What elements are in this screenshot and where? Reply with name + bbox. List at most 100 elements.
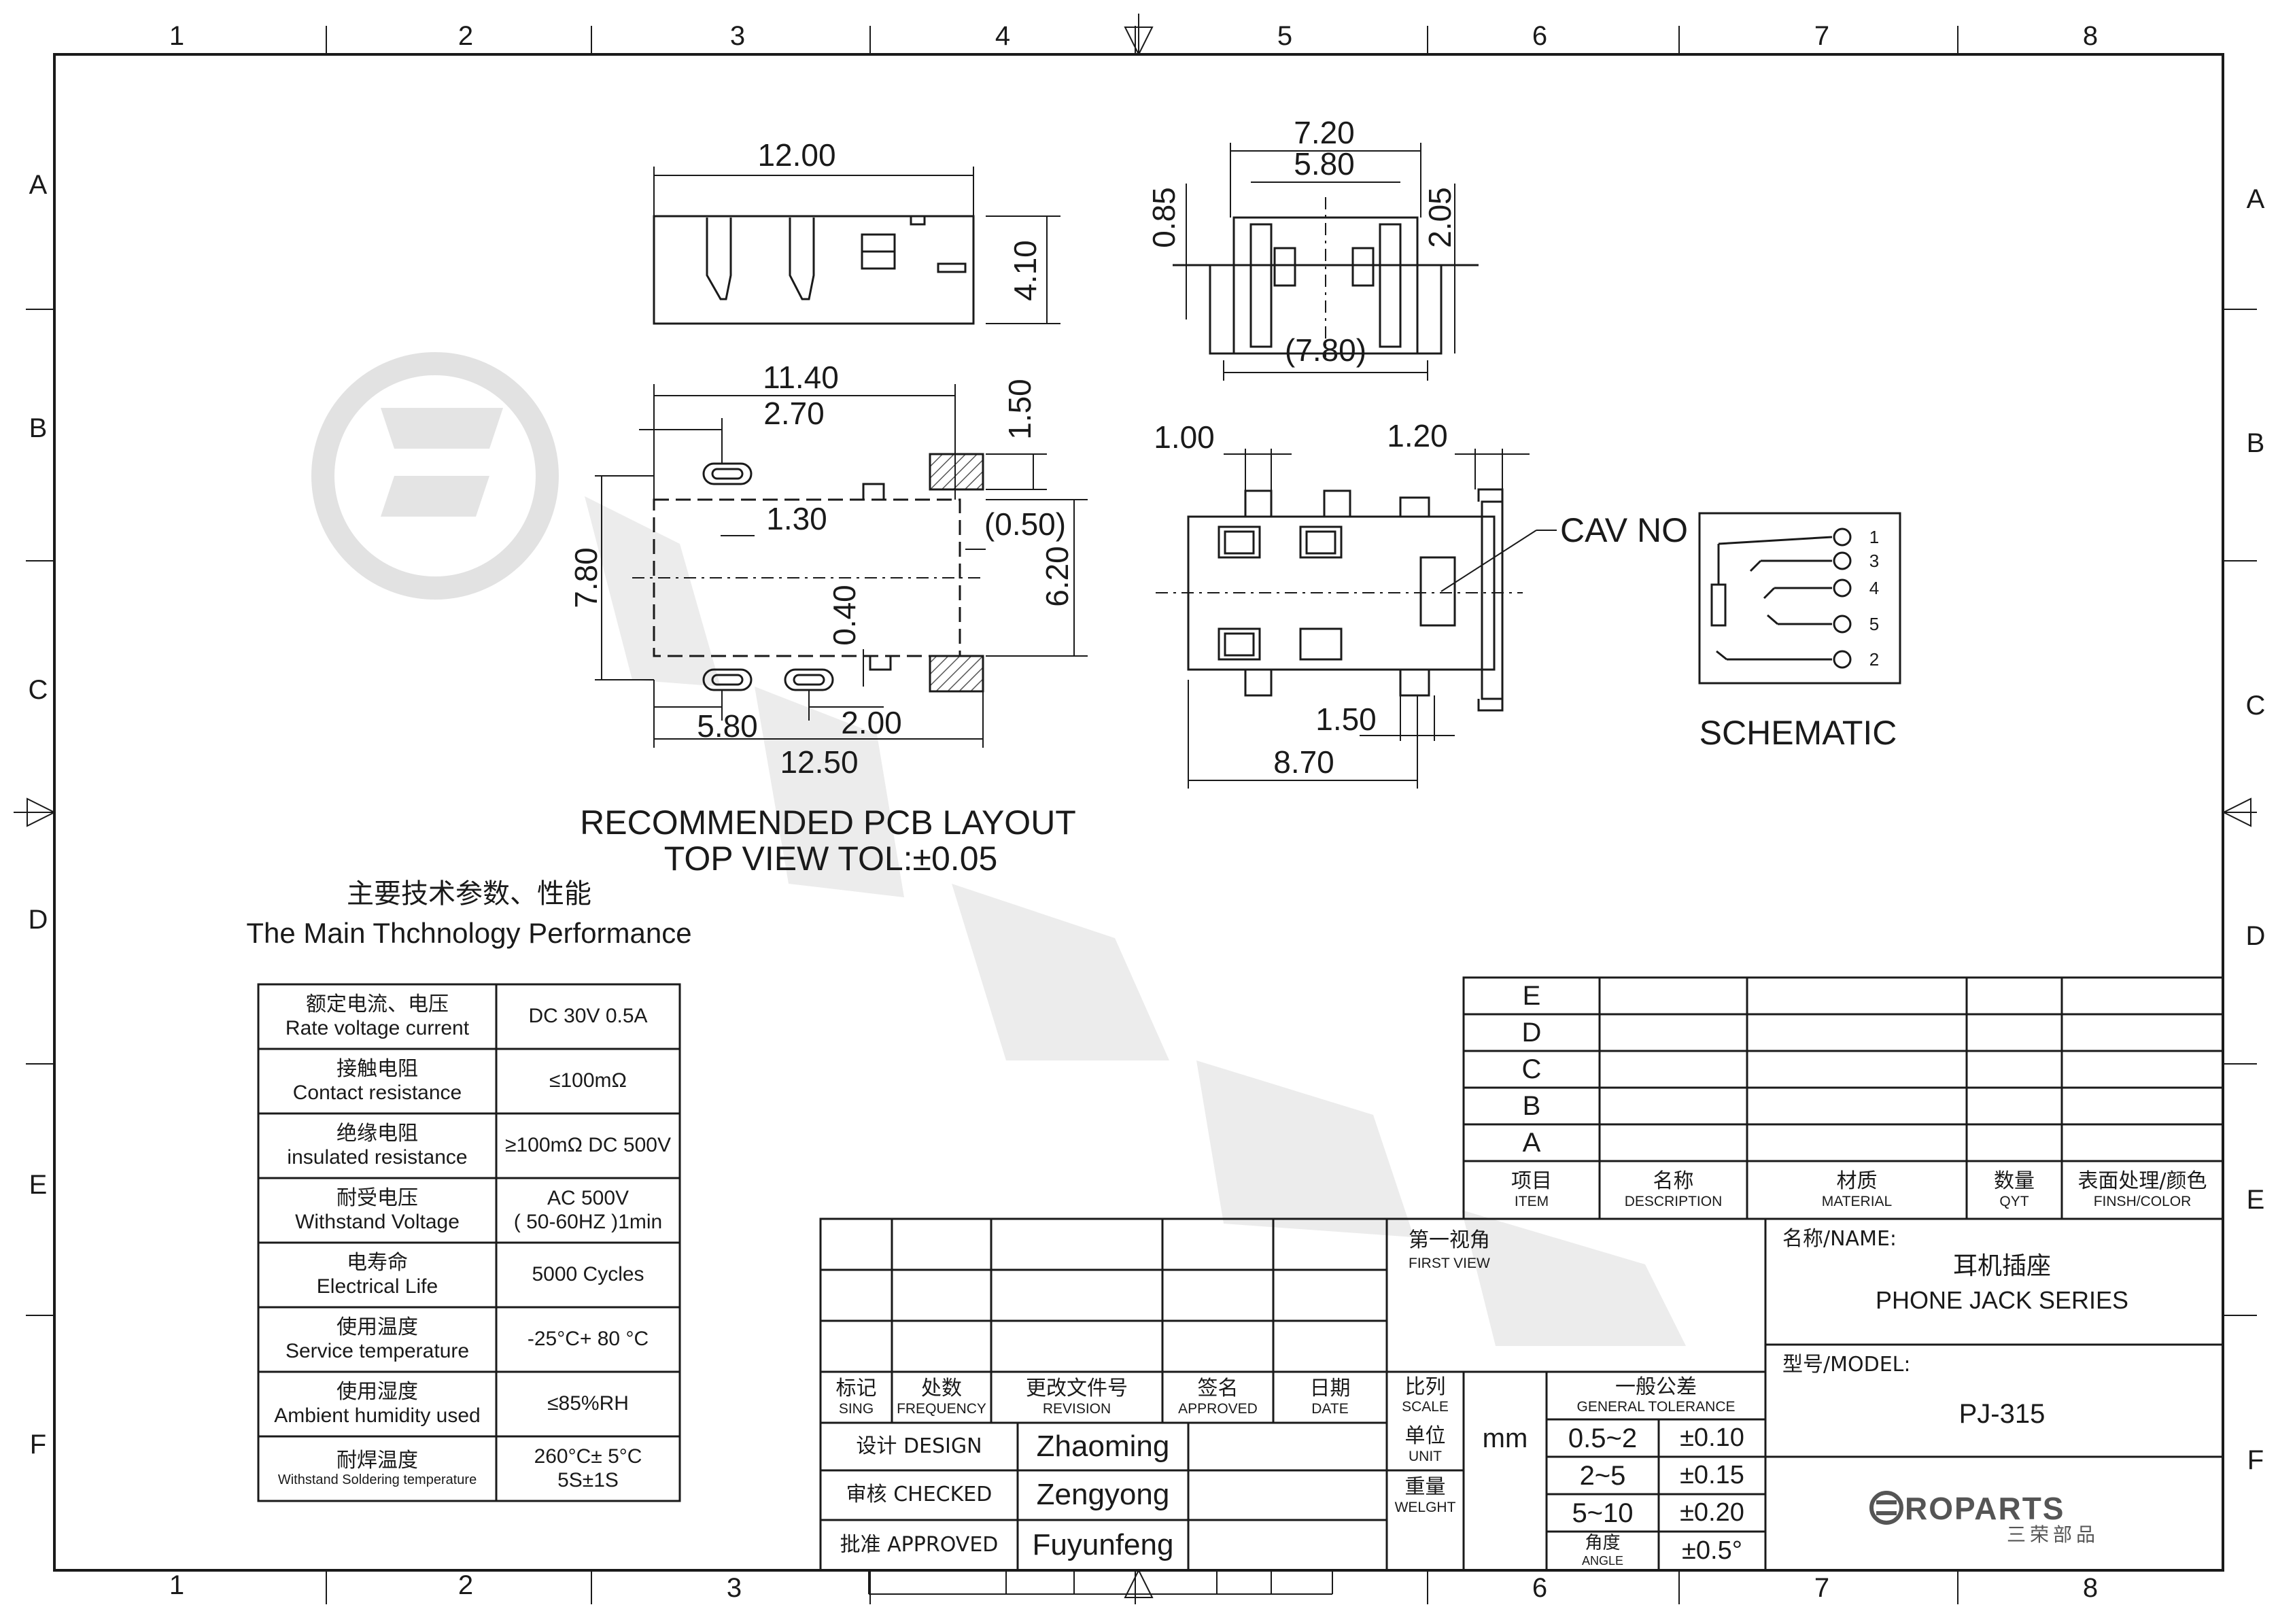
pcb-caption-line2: TOP VIEW TOL:±0.05 (663, 840, 998, 878)
perf-value-life: 5000 Cycles (532, 1263, 644, 1286)
schematic-pin-4: 4 (1869, 578, 1880, 598)
dim-top-1-20: 1.20 (1387, 418, 1448, 453)
front-view (1173, 143, 1479, 381)
tolerance-value-3: ±0.20 (1680, 1498, 1744, 1527)
name-en: PHONE JACK SERIES (1875, 1286, 2129, 1314)
model-value: PJ-315 (1958, 1399, 2046, 1429)
side-view (653, 167, 1060, 325)
signer-role-checked: 审核 CHECKED (846, 1483, 993, 1507)
schematic-diagram (1698, 512, 1901, 685)
performance-title-cn: 主要技术参数、性能 (347, 878, 591, 910)
tolerance-value-2: ±0.15 (1680, 1460, 1744, 1489)
signer-name-design: Zhaoming (1036, 1429, 1170, 1463)
materials-table-grid (1462, 976, 2224, 1220)
grid-row-b-right: B (2246, 428, 2265, 458)
grid-row-d-right: D (2245, 921, 2266, 951)
grid-col-5: 5 (1277, 21, 1293, 51)
grid-row-a-right: A (2246, 184, 2265, 214)
name-label: 名称/NAME: (1782, 1227, 1897, 1251)
dim-pcb-7-80: 7.80 (568, 547, 604, 608)
unit-value: mm (1482, 1423, 1528, 1453)
materials-row-a: A (1522, 1128, 1541, 1158)
first-view-en: FIRST VIEW (1409, 1256, 1490, 1271)
dim-side-height: 4.10 (1007, 240, 1043, 301)
dim-pcb-5-80: 5.80 (697, 708, 758, 744)
schematic-pin-1: 1 (1869, 527, 1880, 547)
grid-col-2: 2 (458, 21, 474, 51)
dim-pcb-2-00: 2.00 (841, 705, 902, 740)
signer-role-approved: 批准 APPROVED (840, 1532, 999, 1557)
tolerance-range-3: 5~10 (1572, 1498, 1634, 1528)
perf-value-humidity: ≤85%RH (547, 1392, 629, 1415)
perf-value-contact: ≤100mΩ (549, 1069, 627, 1092)
dim-pcb-6-20: 6.20 (1039, 546, 1075, 607)
schematic-pin-3: 3 (1869, 551, 1880, 571)
dim-front-left: 0.85 (1146, 187, 1181, 248)
pcb-layout (595, 384, 1088, 748)
grid-col-3-bottom: 3 (726, 1573, 742, 1603)
grid-row-b: B (29, 413, 48, 443)
dim-pcb-11-40: 11.40 (763, 360, 839, 395)
model-label: 型号/MODEL: (1782, 1353, 1911, 1377)
perf-value-rate: DC 30V 0.5A (528, 1005, 648, 1028)
grid-row-f: F (29, 1430, 47, 1459)
schematic-pin-2: 2 (1869, 649, 1880, 670)
materials-row-c: C (1521, 1054, 1542, 1084)
first-view-cn: 第一视角 (1409, 1228, 1490, 1252)
pcb-caption-line1: RECOMMENDED PCB LAYOUT (580, 804, 1076, 842)
perf-value-insulated: ≥100mΩ DC 500V (505, 1134, 671, 1157)
roparts-logo-text: ROPARTS (1905, 1491, 2065, 1526)
grid-col-7-bottom: 7 (1814, 1573, 1830, 1603)
dim-front-top: 7.20 (1294, 115, 1355, 150)
perf-value-withstand: AC 500V( 50-60HZ )1min (513, 1187, 663, 1233)
materials-row-d: D (1521, 1018, 1542, 1048)
grid-col-2-bottom: 2 (458, 1570, 474, 1600)
grid-col-3: 3 (729, 21, 746, 51)
grid-col-8: 8 (2082, 21, 2099, 51)
grid-col-8-bottom: 8 (2082, 1573, 2099, 1603)
name-cn: 耳机插座 (1952, 1252, 2052, 1280)
grid-col-6: 6 (1532, 21, 1548, 51)
dim-pcb-2-70: 2.70 (763, 396, 825, 431)
tolerance-range-1: 0.5~2 (1568, 1423, 1638, 1453)
grid-col-4: 4 (995, 21, 1011, 51)
performance-title-en: The Main Thchnology Performance (246, 917, 692, 949)
grid-col-7: 7 (1814, 21, 1830, 51)
dim-pcb-12-50: 12.50 (780, 744, 859, 780)
grid-row-e: E (29, 1170, 48, 1200)
dim-top-8-70: 8.70 (1273, 744, 1334, 780)
grid-row-c: C (28, 675, 48, 705)
tolerance-range-2: 2~5 (1579, 1460, 1626, 1491)
grid-col-1-bottom: 1 (169, 1570, 185, 1600)
roparts-logo-sub: 三荣部品 (2007, 1523, 2100, 1546)
tolerance-value-1: ±0.10 (1680, 1423, 1744, 1452)
cav-no-label: CAV NO (1560, 511, 1688, 549)
roparts-logo-mark (1869, 1491, 1903, 1525)
schematic-pin-5: 5 (1869, 614, 1880, 634)
top-view (1156, 449, 1557, 789)
perf-value-temperature: -25°C+ 80 °C (527, 1328, 649, 1351)
dim-front-right: 2.05 (1422, 187, 1457, 248)
dim-side-width: 12.00 (757, 137, 836, 173)
dim-front-bottom: (7.80) (1284, 332, 1367, 368)
performance-table-grid (257, 983, 681, 1502)
dim-pcb-1-30: 1.30 (766, 501, 827, 536)
dim-top-1-50: 1.50 (1315, 702, 1377, 737)
grid-row-a: A (29, 170, 48, 200)
